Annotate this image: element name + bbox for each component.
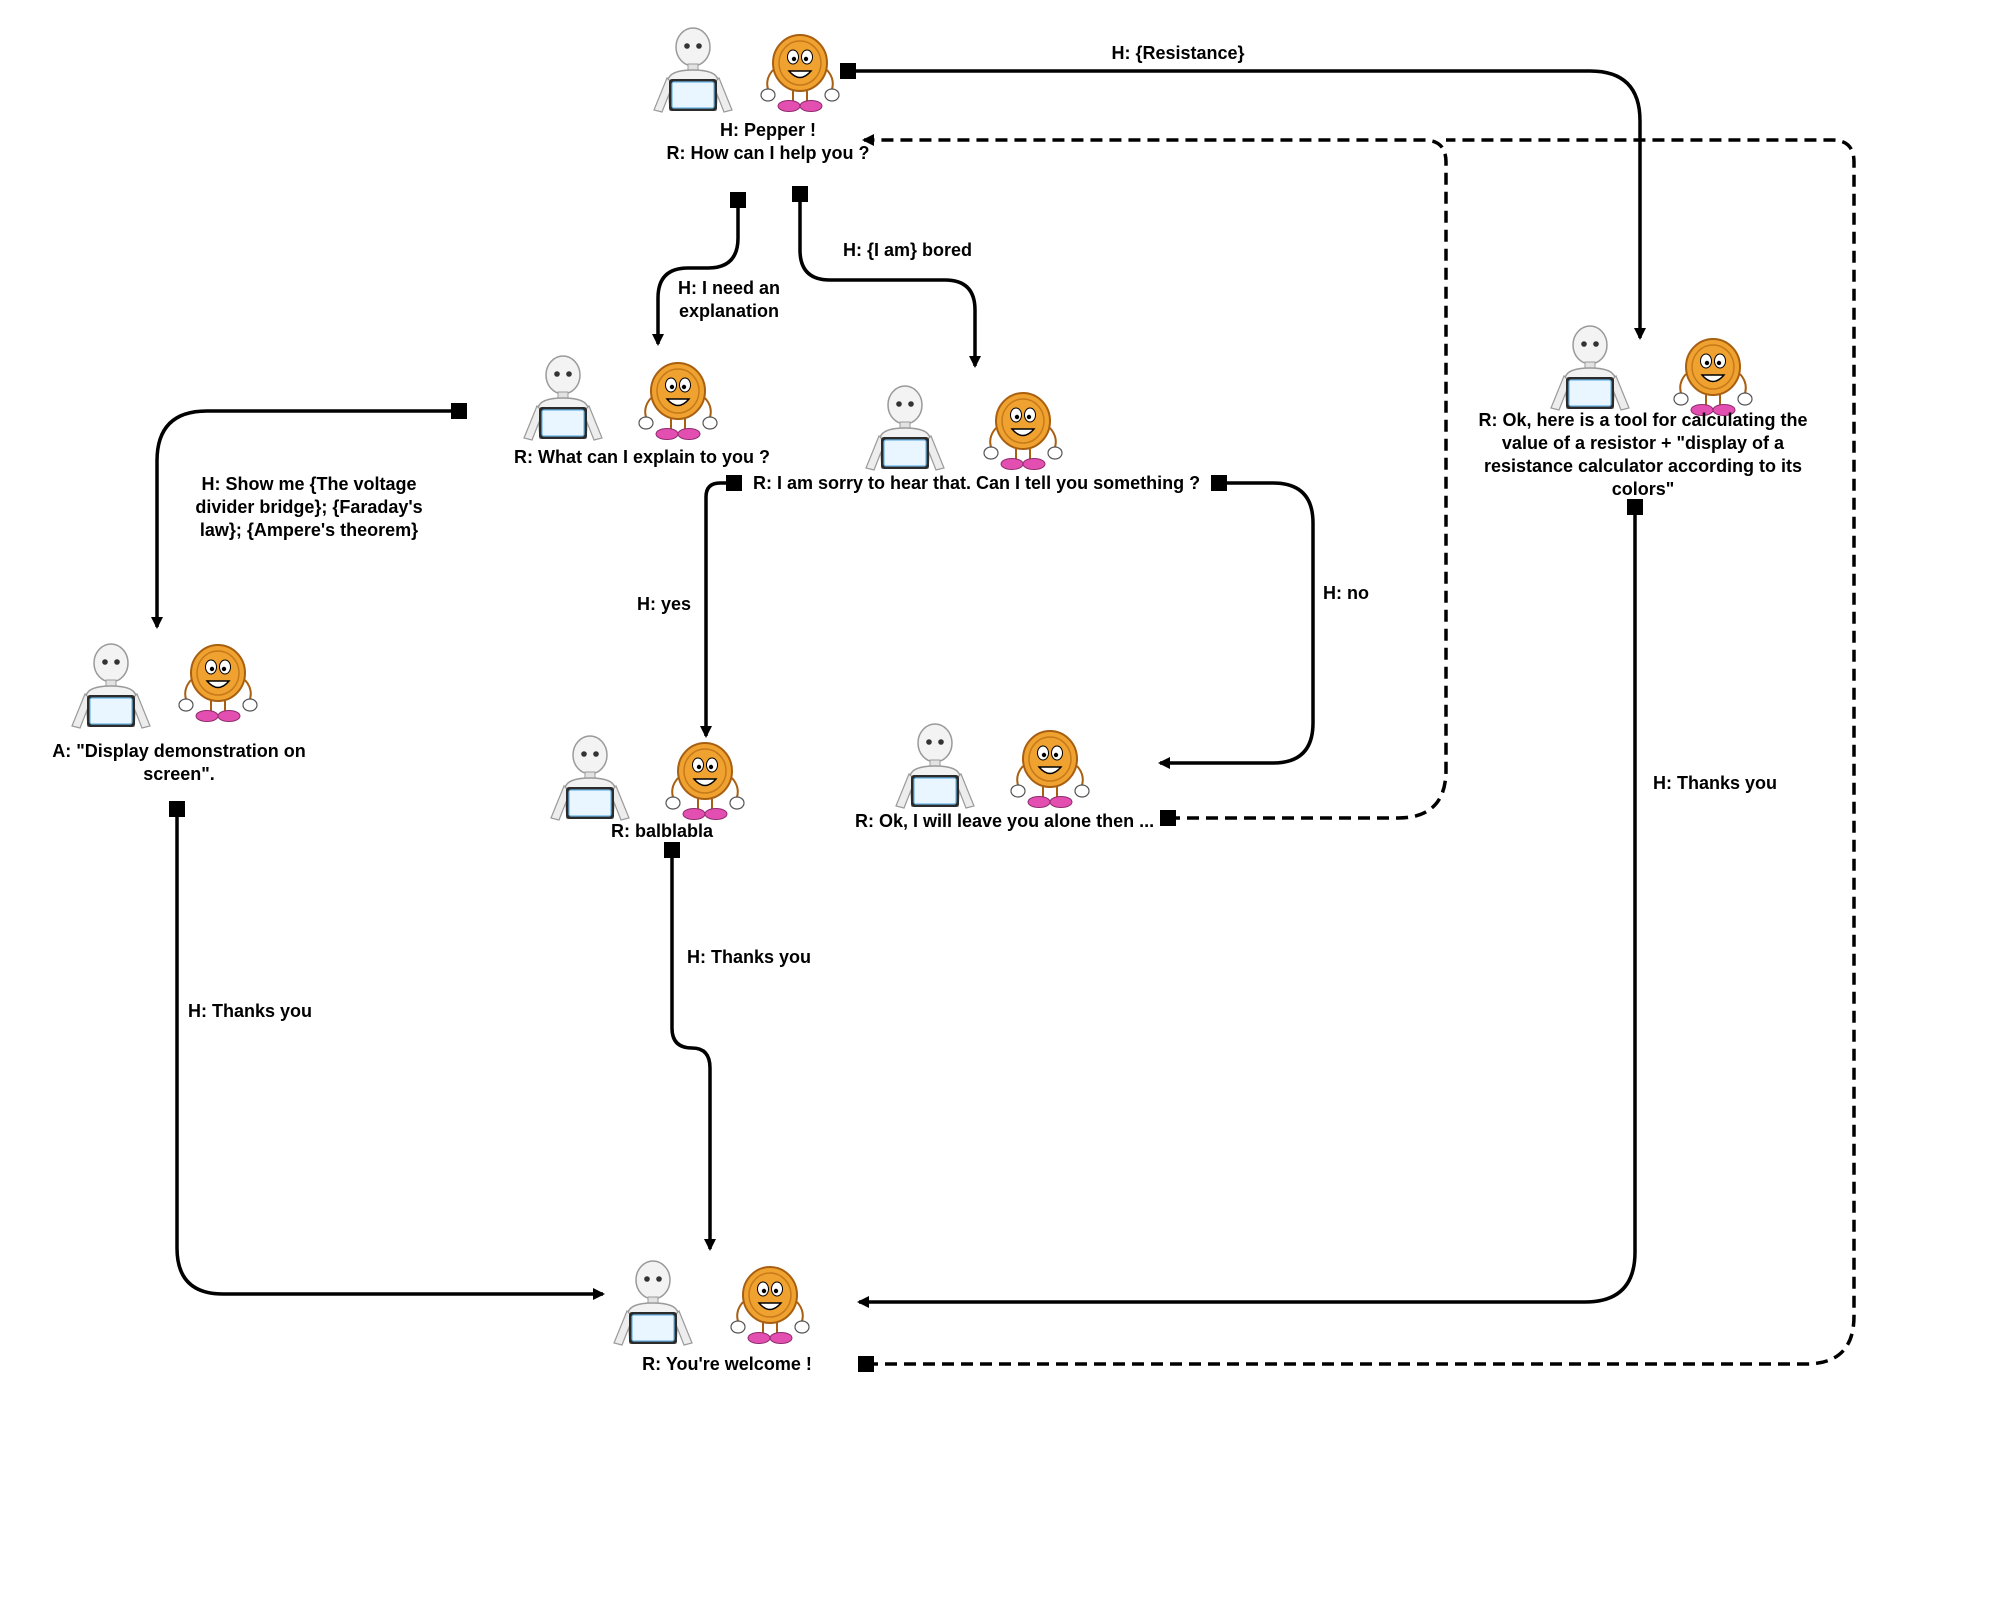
blabla-coin-icon [665, 742, 745, 821]
edge-bored [798, 194, 981, 368]
edge-yes [700, 481, 734, 738]
alone-node-text: R: Ok, I will leave you alone then ... [855, 811, 1155, 831]
display-robot-icon [71, 643, 151, 729]
start-node-line2: R: How can I help you ? [666, 143, 870, 163]
edge-label-resistance: H: {Resistance} [1111, 43, 1245, 63]
edge-label-thanks-display: H: Thanks you [188, 1001, 313, 1021]
node-icons [71, 27, 1753, 1346]
connector-square-icon [726, 475, 742, 491]
connector-square-icon [1211, 475, 1227, 491]
welcome-robot-icon [613, 1260, 693, 1346]
explain-coin-icon [638, 362, 718, 441]
edge-label-thanks-blabla: H: Thanks you [687, 947, 812, 967]
edge-resistance [848, 69, 1646, 340]
edge-label-need-explanation-line2: explanation [678, 301, 780, 321]
welcome-coin-icon [730, 1266, 810, 1345]
connector-square-icon [169, 801, 185, 817]
edge-label-show-me-line2: divider bridge}; {Faraday's [195, 497, 423, 517]
edge-thanks-resistor [857, 507, 1637, 1308]
start-coin-icon [760, 34, 840, 113]
resistor-coin-icon [1673, 338, 1753, 417]
edge-label-bored: H: {I am} bored [843, 240, 973, 260]
alone-robot-icon [895, 723, 975, 809]
edge-label-need-explanation-line1: H: I need an [677, 278, 781, 298]
edge-label-need-explanation: H: I need an explanation [678, 277, 780, 323]
explain-robot-icon [523, 355, 603, 441]
edge-label-yes: H: yes [637, 594, 692, 614]
blabla-node-text: R: balblabla [610, 821, 714, 841]
connector-square-icon [1160, 810, 1176, 826]
welcome-node-text: R: You're welcome ! [642, 1354, 812, 1374]
edge-label-show-me-line1: H: Show me {The voltage [201, 474, 417, 494]
bored-robot-icon [865, 385, 945, 471]
explain-node-text: R: What can I explain to you ? [513, 447, 771, 467]
display-node-line1: A: "Display demonstration on [52, 741, 306, 761]
connector-square-icon [730, 192, 746, 208]
resistor-node-line3: resistance calculator according to its [1483, 456, 1803, 476]
edge-thanks-display [175, 809, 605, 1300]
display-coin-icon [178, 644, 258, 723]
start-node-line1: H: Pepper ! [719, 120, 817, 140]
connector-square-icon [664, 842, 680, 858]
edge-label-show-me: H: Show me {The voltage divider bridge};… [195, 473, 422, 542]
edge-alone-return [862, 134, 1448, 820]
edge-thanks-blabla [670, 850, 716, 1251]
edge-need-explanation [652, 200, 740, 346]
edge-show-me [151, 409, 459, 629]
connector-square-icon [792, 186, 808, 202]
resistor-robot-icon [1550, 325, 1630, 411]
resistor-node-line2: value of a resistor + "display of a [1501, 433, 1785, 453]
start-node-text: H: Pepper ! R: How can I help you ? [666, 119, 869, 165]
connector-square-icon [858, 1356, 874, 1372]
edge-label-thanks-resistor: H: Thanks you [1653, 773, 1778, 793]
connector-endpoints [169, 63, 1643, 1372]
edge-label-no: H: no [1323, 583, 1369, 603]
display-node-line2: screen". [143, 764, 215, 784]
resistor-node-text: R: Ok, here is a tool for calculating th… [1478, 409, 1807, 501]
connector-lines [151, 69, 1856, 1366]
resistor-node-line1: R: Ok, here is a tool for calculating th… [1478, 410, 1808, 430]
start-robot-icon [653, 27, 733, 113]
display-node-text: A: "Display demonstration on screen". [52, 740, 306, 786]
connector-square-icon [840, 63, 856, 79]
alone-coin-icon [1010, 730, 1090, 809]
bored-node-text: R: I am sorry to hear that. Can I tell y… [753, 473, 1201, 493]
edge-label-show-me-line3: law}; {Ampere's theorem} [199, 520, 419, 540]
resistor-node-line4: colors" [1611, 479, 1675, 499]
connector-square-icon [1627, 499, 1643, 515]
edge-welcome-return [866, 138, 1856, 1366]
bored-coin-icon [983, 392, 1063, 471]
connector-square-icon [451, 403, 467, 419]
blabla-robot-icon [550, 735, 630, 821]
edge-no [1158, 481, 1315, 769]
